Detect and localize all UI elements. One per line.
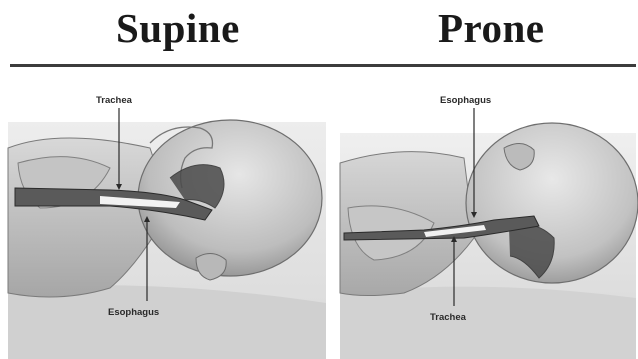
divider-rule (10, 64, 636, 67)
label-trachea: Trachea (96, 95, 133, 106)
prone-illustration: Esophagus Trachea (334, 88, 638, 359)
label-esophagus: Esophagus (108, 307, 159, 318)
supine-svg: Trachea Esophagus (0, 88, 330, 359)
supine-illustration: Trachea Esophagus (0, 88, 330, 359)
label-esophagus: Esophagus (440, 95, 491, 106)
mattress (340, 287, 636, 359)
label-trachea: Trachea (430, 312, 467, 323)
prone-svg: Esophagus Trachea (334, 88, 638, 359)
prone-heading: Prone (438, 4, 545, 52)
supine-heading: Supine (116, 4, 240, 52)
